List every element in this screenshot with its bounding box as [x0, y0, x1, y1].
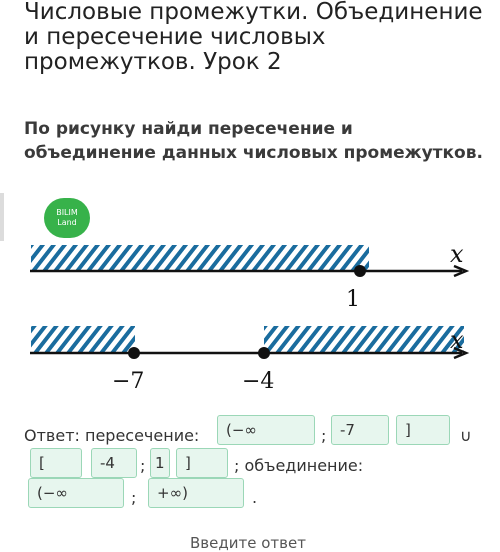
intersection-a-end-field[interactable]: -7 [331, 415, 389, 445]
bilimland-logo: BILIM Land [44, 198, 90, 238]
intersection-a-bracket-field[interactable]: ] [396, 415, 450, 445]
point-minus7 [128, 347, 140, 359]
point-1 [354, 265, 366, 277]
separator-1: ; [321, 426, 327, 445]
intersection-a-start-field[interactable]: (−∞ [217, 415, 315, 445]
point-minus4 [258, 347, 270, 359]
intersection-b-start-field[interactable]: -4 [91, 448, 137, 478]
union-prefix: ; объединение: [234, 456, 364, 475]
number-line-figure: x 1 x −7 −4 [30, 240, 470, 394]
arrow-2 [453, 346, 470, 360]
side-indicator [0, 193, 4, 241]
arrow-1 [453, 264, 470, 278]
task-text: По рисунку найди пересечение и объединен… [24, 119, 483, 163]
intersection-b-close-field[interactable]: ] [176, 448, 228, 478]
hatch-region-2b [264, 326, 464, 352]
axis-label-x-1: x [450, 240, 464, 268]
point-label-minus4: −4 [242, 369, 274, 394]
footer-text: Введите ответ [190, 534, 306, 552]
separator-2: ; [140, 456, 146, 475]
answer-end: . [252, 488, 258, 507]
union-start-field[interactable]: (−∞ [28, 478, 124, 508]
axis-label-x-2: x [450, 326, 464, 354]
hatch-region-1 [31, 245, 369, 270]
answer-prefix: Ответ: пересечение: [24, 426, 200, 445]
union-sign: ∪ [460, 426, 472, 445]
intersection-b-bracket-field[interactable]: [ [30, 448, 82, 478]
separator-3: ; [131, 488, 137, 507]
logo-line1: BILIM [56, 208, 78, 217]
hatch-region-2a [31, 326, 135, 352]
point-label-1: 1 [346, 287, 360, 312]
intersection-b-end-field[interactable]: 1 [150, 448, 170, 478]
logo-line2: Land [57, 218, 77, 227]
lesson-title: Числовые промежутки. Объединение и перес… [24, 0, 483, 75]
union-end-field[interactable]: +∞) [148, 478, 244, 508]
point-label-minus7: −7 [112, 369, 144, 394]
